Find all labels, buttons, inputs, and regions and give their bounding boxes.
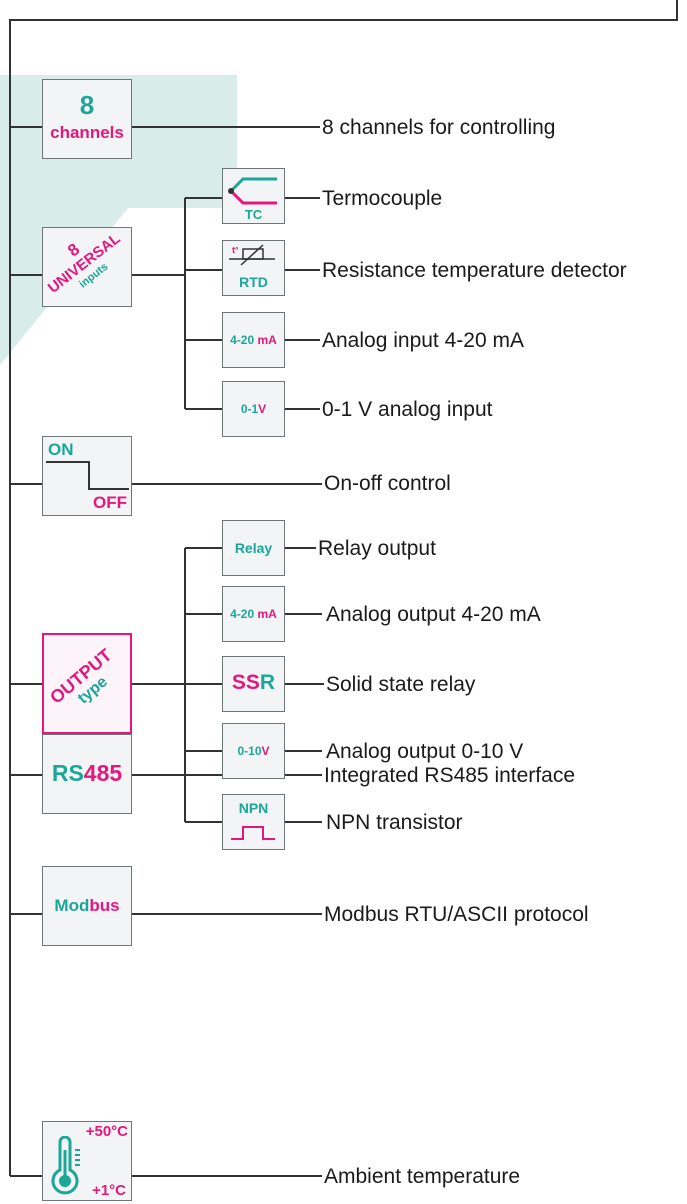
rtd-mark: t°	[232, 245, 239, 255]
tc-icon: TC	[222, 168, 285, 224]
label-channels: 8 channels for controlling	[322, 116, 556, 139]
analog-input-v-icon: 0-1V	[222, 381, 285, 437]
rtd-text: RTD	[239, 274, 268, 290]
analog-input-ma-icon: 4-20 mA	[222, 312, 285, 368]
label-rs485: Integrated RS485 interface	[324, 764, 575, 787]
rs-text: RS	[51, 760, 84, 786]
on-off-icon: ON OFF	[42, 436, 132, 516]
ma-in-value: 4-20	[230, 333, 255, 347]
v-out-unit: V	[261, 744, 270, 758]
label-ssr: Solid state relay	[326, 673, 476, 696]
temp-max: +50°C	[85, 1123, 128, 1140]
channels-count: 8	[79, 90, 95, 120]
label-modbus: Modbus RTU/ASCII protocol	[324, 903, 589, 926]
analog-output-ma-icon: 4-20 mA	[222, 586, 285, 642]
label-analog-input-v: 0-1 V analog input	[322, 398, 493, 421]
modbus-icon: Modbus	[42, 866, 132, 946]
off-text: OFF	[93, 493, 127, 512]
ambient-temp-icon: +50°C +1°C	[42, 1121, 132, 1201]
ma-in-unit: mA	[257, 333, 277, 347]
npn-text: NPN	[238, 800, 269, 816]
v-out-value: 0-10	[237, 744, 262, 758]
label-analog-output-ma: Analog output 4-20 mA	[326, 603, 541, 626]
label-ambient: Ambient temperature	[324, 1165, 521, 1188]
rtd-icon: t° RTD	[222, 240, 285, 296]
label-relay: Relay output	[318, 537, 436, 560]
bus-text: bus	[89, 896, 120, 915]
relay-icon: Relay	[222, 520, 285, 576]
resistor-icon	[229, 244, 275, 266]
label-npn: NPN transistor	[326, 811, 463, 834]
label-on-off: On-off control	[324, 472, 451, 495]
485-text: 485	[83, 760, 123, 786]
ss-text: SS	[231, 671, 260, 694]
label-thermocouple: Termocouple	[322, 187, 443, 210]
ma-out-unit: mA	[257, 607, 277, 621]
label-analog-output-v: Analog output 0-10 V	[326, 740, 524, 763]
r-text: R	[259, 671, 276, 694]
channels-word: channels	[50, 123, 124, 142]
on-text: ON	[48, 440, 74, 459]
temp-min: +1°C	[92, 1182, 126, 1199]
pulse-icon	[231, 826, 275, 840]
tc-text: TC	[244, 207, 263, 222]
thermocouple-icon	[228, 177, 277, 205]
label-rtd: Resistance temperature detector	[322, 259, 627, 282]
thermometer-icon	[51, 1136, 80, 1195]
channels-icon: 8 channels	[42, 79, 132, 159]
step-icon	[46, 461, 129, 490]
npn-icon: NPN	[222, 794, 285, 850]
analog-output-v-icon: 0-10V	[222, 723, 285, 779]
universal-inputs-icon: 8 UNIVERSAL inputs	[42, 227, 132, 307]
rs485-icon: RS485	[42, 734, 132, 814]
v-in-unit: V	[258, 402, 267, 416]
ma-out-value: 4-20	[230, 607, 255, 621]
output-type-icon: OUTPUT type	[42, 633, 132, 734]
label-analog-input-ma: Analog input 4-20 mA	[322, 329, 524, 352]
mod-text: Mod	[54, 896, 90, 915]
ssr-icon: SSR	[222, 656, 285, 712]
v-in-value: 0-1	[240, 402, 259, 416]
relay-text: Relay	[234, 540, 273, 556]
